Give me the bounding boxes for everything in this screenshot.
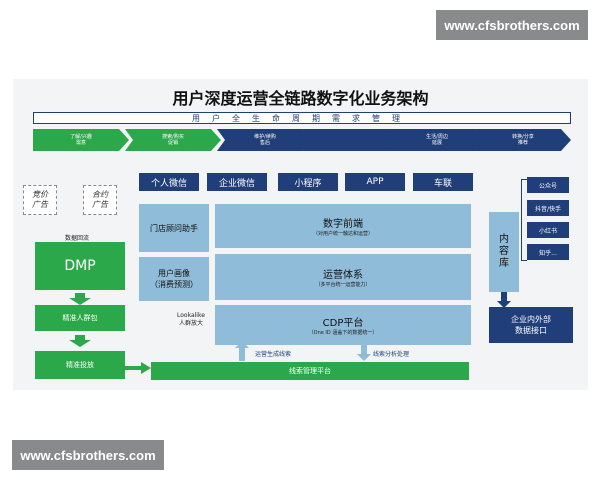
lifecycle-stage: 转换/分享 推荐	[475, 129, 571, 151]
cdp-platform-sub: （One ID 涵盖下的数据统一）	[308, 330, 378, 336]
user-profile-label: 用户画像 （消费预测）	[150, 269, 198, 289]
lifecycle-banner: 用户全生命周期需求管理	[33, 112, 571, 124]
lead-platform-bar: 线索管理平台	[151, 362, 469, 380]
diagram-title: 用户深度运营全链路数字化业务架构	[172, 89, 429, 108]
user-profile-box: 用户画像 （消费预测）	[139, 257, 209, 301]
media-item: 知乎...	[527, 244, 569, 260]
data-return-label: 数据回流	[65, 235, 90, 242]
digital-frontend-box: 数字前端 （对用户统一触达和运营）	[215, 204, 471, 248]
channel-tab: 小程序	[278, 173, 338, 191]
digital-frontend-title: 数字前端	[323, 219, 363, 230]
store-assistant-label: 门店顾问助手	[150, 223, 198, 233]
lead-analysis-label: 线索分析处理	[373, 351, 410, 358]
dmp-box: DMP	[35, 242, 125, 290]
media-bracket	[521, 179, 527, 261]
digital-frontend-sub: （对用户统一触达和运营）	[312, 231, 373, 237]
media-item: 小红书	[527, 222, 569, 238]
channel-tab: APP	[345, 173, 405, 191]
ad-contract: 合约 广告	[83, 185, 117, 215]
arrow-crowd-delivery	[65, 332, 95, 351]
lookalike-label: Lookalike 人群放大	[177, 312, 205, 327]
arrow-dmp-crowd	[65, 290, 95, 309]
arrow-delivery-platform	[125, 359, 151, 378]
lifecycle-stage-label: 转换/分享 推荐	[512, 134, 534, 146]
lifecycle-stage-label: 了解/兴趣 需意	[70, 134, 92, 146]
precise-crowd-label: 精准人群包	[62, 314, 98, 322]
lifecycle-stage: 生活/周边 延展	[389, 129, 485, 151]
media-item: 抖音/快手	[527, 200, 569, 216]
cdp-platform-title: CDP平台	[322, 318, 364, 329]
arrow-library-down	[497, 292, 511, 312]
lifecycle-stage-label: 搜索/购买 促销	[162, 134, 184, 146]
lead-platform-label: 线索管理平台	[289, 367, 331, 375]
lifecycle-stage: 搜索/购买 促销	[125, 129, 221, 151]
enterprise-interface-label: 企业内外部 数据接口	[511, 315, 551, 335]
ops-leads-label: 运营生成线索	[255, 351, 292, 358]
content-library-label: 内 容 库	[499, 234, 509, 269]
cdp-platform-box: CDP平台 （One ID 涵盖下的数据统一）	[215, 305, 471, 345]
dmp-label: DMP	[64, 258, 96, 274]
lifecycle-stage: 维护/续购 售后	[217, 129, 313, 151]
lifecycle-stage: 了解/兴趣 需意	[33, 129, 129, 151]
operations-system-title: 运营体系	[323, 270, 363, 281]
arrow-up-left	[235, 341, 249, 365]
precise-delivery-label: 精准投放	[66, 361, 94, 369]
lifecycle-stage-label	[303, 129, 399, 151]
store-assistant-box: 门店顾问助手	[139, 204, 209, 252]
media-item: 公众号	[527, 177, 569, 193]
operations-system-box: 运营体系 （多平台统一运营能力）	[215, 254, 471, 300]
channel-tab: 车联	[413, 173, 473, 191]
lifecycle-stage-label: 维护/续购 售后	[254, 134, 276, 146]
precise-crowd-box: 精准人群包	[35, 305, 125, 331]
lifecycle-stage-label: 生活/周边 延展	[426, 134, 448, 146]
enterprise-interface-box: 企业内外部 数据接口	[489, 307, 573, 343]
operations-system-sub: （多平台统一运营能力）	[315, 282, 371, 288]
channel-tab: 个人微信	[139, 173, 199, 191]
arrow-down-right	[357, 341, 371, 365]
lifecycle-stage	[303, 129, 399, 151]
ad-bidding: 竞价 广告	[23, 185, 57, 215]
watermark-bottom: www.cfsbrothers.com	[12, 440, 164, 470]
watermark-top: www.cfsbrothers.com	[436, 10, 588, 40]
precise-delivery-box: 精准投放	[35, 351, 125, 379]
channel-tab: 企业微信	[207, 173, 267, 191]
content-library-box: 内 容 库	[489, 212, 519, 292]
architecture-diagram: 用户深度运营全链路数字化业务架构 用户全生命周期需求管理 了解/兴趣 需意 搜索/…	[13, 79, 588, 390]
